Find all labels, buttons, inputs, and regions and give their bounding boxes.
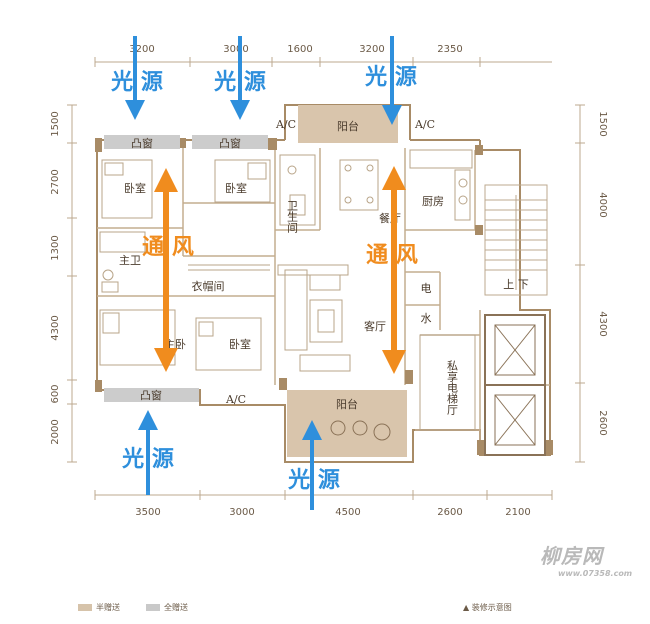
half-gift-label: 半赠送 [96,603,120,612]
dim-left-3: 1300 [50,235,61,260]
bay-window-3-label: 凸窗 [140,388,162,402]
dim-top-3: 1600 [287,44,312,55]
balcony-top-label: 阳台 [337,119,359,133]
stairs-label: 上 下 [503,278,529,291]
dim-top-5: 2350 [437,44,462,55]
bay-window-2-label: 凸窗 [219,136,241,150]
bay-window-3 [104,388,199,402]
label-bedroom-2: 卧室 [225,181,247,195]
furniture [99,149,476,431]
label-living: 客厅 [364,319,386,333]
dim-bottom-1: 3500 [135,507,160,518]
legend-full-gift: 全赠送 [146,602,188,613]
dim-bottom-3: 4500 [335,507,360,518]
light-source-label-3: 光 源 [364,65,417,90]
light-source-label-5: 光 源 [287,468,340,493]
stairwell [484,184,548,296]
dim-left-4: 4300 [50,315,61,340]
label-wardrobe: 衣帽间 [192,279,225,293]
dim-left-6: 2000 [50,419,61,444]
dim-top-4: 3200 [359,44,384,55]
ventilation-arrows [154,166,406,374]
dim-right-3: 4300 [597,311,608,336]
label-water: 水 [421,312,432,325]
label-bathroom: 卫生间 [286,200,299,234]
dim-right-4: 2600 [597,410,608,435]
dim-right-1: 1500 [597,111,608,136]
dim-bottom-4: 2600 [437,507,462,518]
label-ac-1: A/C [275,118,296,131]
legend-half-gift: 半赠送 [78,602,120,613]
dimension-right [575,104,585,463]
half-gift-swatch [78,604,92,611]
label-bedroom-3: 卧室 [229,337,251,351]
dimension-bottom [94,490,553,500]
label-private-elevator: 私享电梯厅 [446,360,459,415]
label-elec: 电 [421,282,432,295]
label-dining: 餐厅 [379,211,401,225]
label-ac-3: A/C [225,393,246,406]
light-source-label-2: 光 源 [213,70,266,95]
watermark: 柳房网 www.07358.com [540,540,632,578]
balcony-bottom-label: 阳台 [336,397,358,411]
dim-right-2: 4000 [597,192,608,217]
bay-window-2 [192,135,268,149]
label-ac-2: A/C [414,118,435,131]
dim-top-2: 3000 [223,44,248,55]
dim-left-5: 600 [50,384,61,403]
bay-window-1 [104,135,180,149]
balcony-furniture [330,420,391,441]
label-bedroom-1: 卧室 [124,181,146,195]
light-source-label-1: 光 源 [110,70,163,95]
elevators [484,314,546,456]
pillars [95,138,553,455]
dim-bottom-2: 3000 [229,507,254,518]
watermark-url: www.07358.com [558,569,633,578]
watermark-brand: 柳房网 [540,544,603,568]
balcony-top [298,105,398,143]
dim-bottom-5: 2100 [505,507,530,518]
dim-top-1: 3200 [129,44,154,55]
ventilation-label-2: 通 风 [366,243,418,268]
dimension-top [94,57,552,67]
bay-window-1-label: 凸窗 [131,136,153,150]
label-master-bath: 主卫 [119,254,141,267]
dim-left-1: 1500 [50,111,61,136]
dim-left-2: 2700 [50,169,61,194]
decoration-note: ▲ 装修示意图 [463,603,512,612]
light-arrows [125,36,402,510]
full-gift-label: 全赠送 [164,603,188,612]
light-source-label-4: 光 源 [121,447,174,472]
legend-decoration-note: ▲ 装修示意图 [463,602,512,613]
ventilation-label-1: 通 风 [142,235,194,260]
label-kitchen: 厨房 [422,195,444,208]
full-gift-swatch [146,604,160,611]
dimension-left [67,104,77,463]
